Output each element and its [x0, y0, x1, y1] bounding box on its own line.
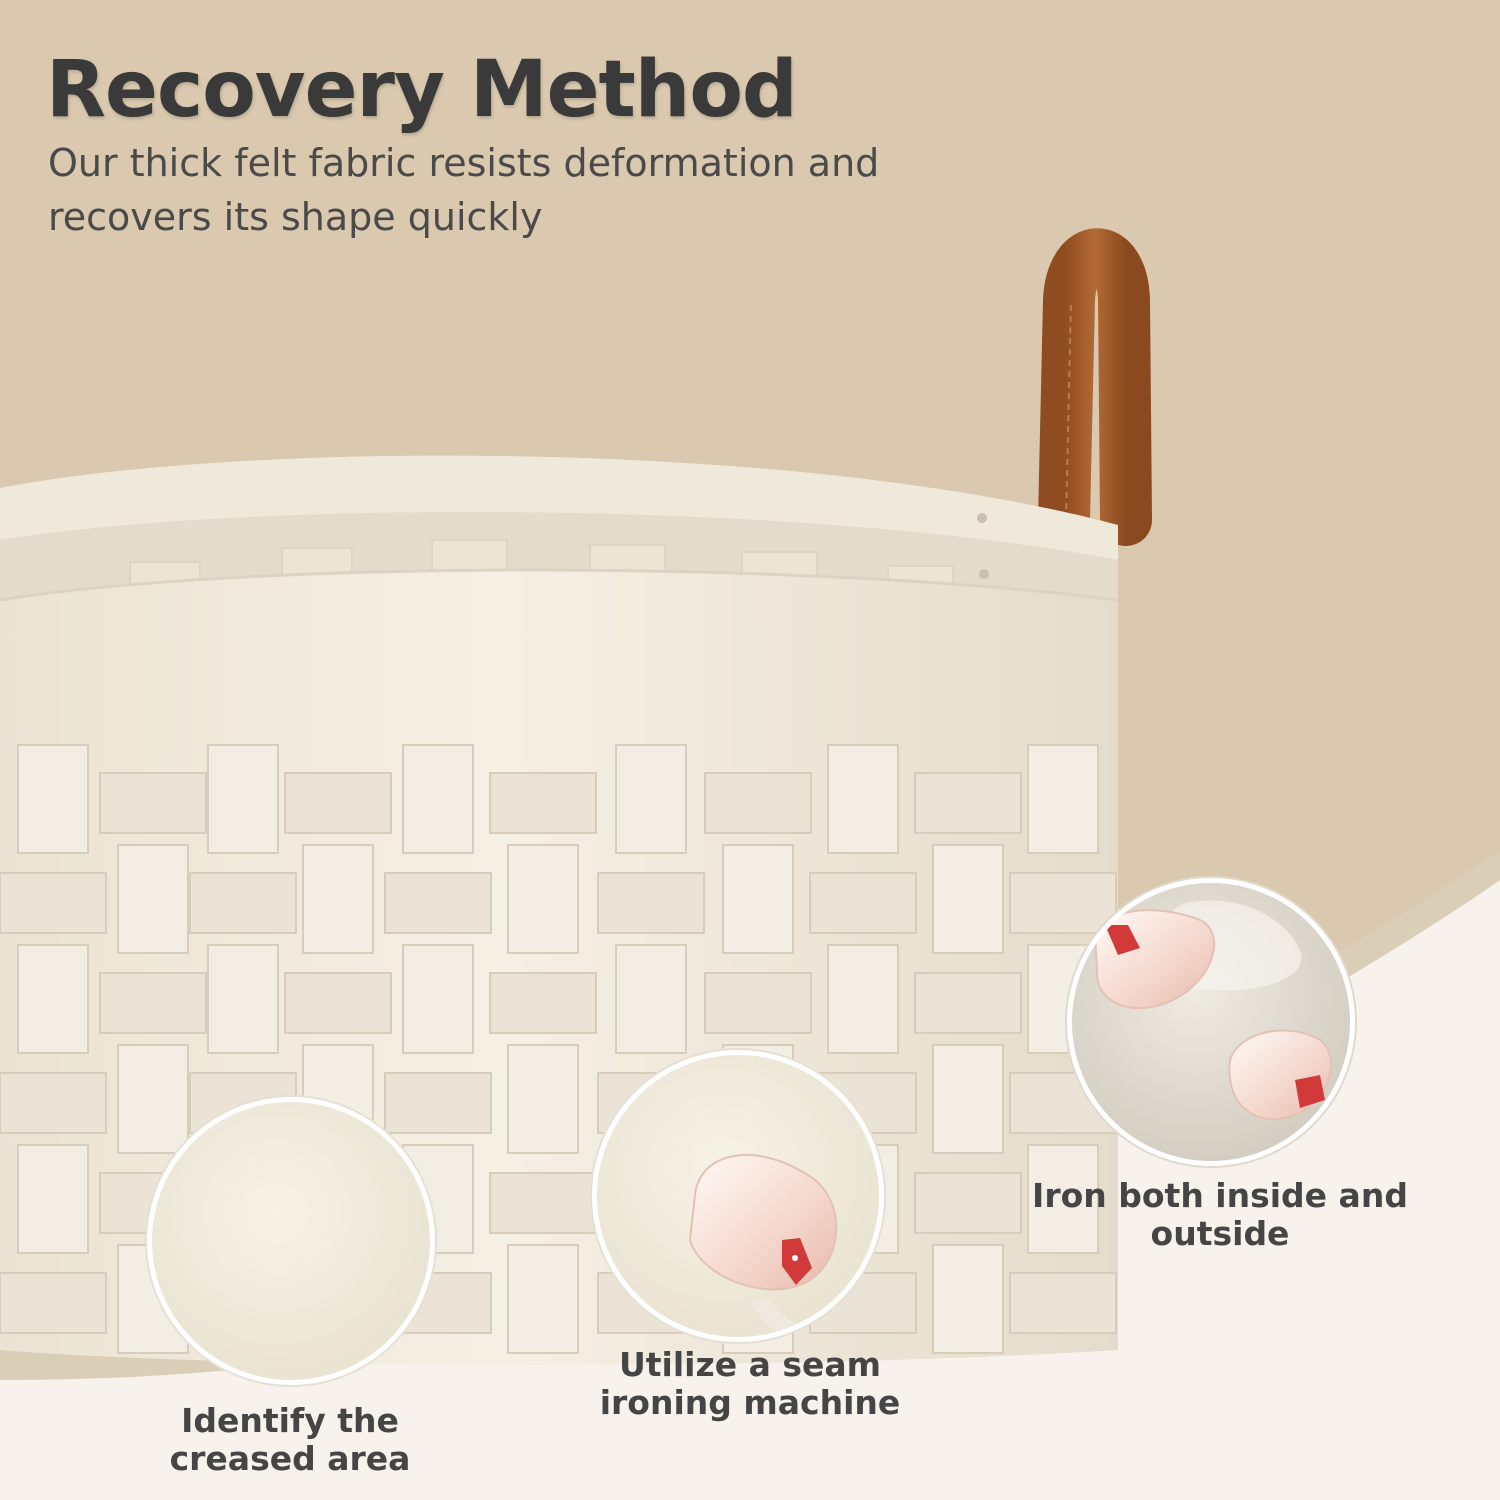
- weave-strip: [507, 844, 579, 954]
- weave-strip: [284, 772, 392, 834]
- weave-strip: [384, 1072, 492, 1134]
- weave-strip: [302, 844, 374, 954]
- two-irons-image: [1065, 876, 1357, 1168]
- weave-strip: [704, 772, 812, 834]
- weave-strip: [809, 872, 917, 934]
- weave-strip: [0, 872, 107, 934]
- weave-strip: [17, 744, 89, 854]
- weave-strip: [827, 744, 899, 854]
- weave-strip: [1009, 872, 1117, 934]
- weave-strip: [207, 944, 279, 1054]
- weave-strip: [704, 972, 812, 1034]
- weave-strip: [402, 744, 474, 854]
- weave-strip: [384, 872, 492, 934]
- weave-strip: [99, 772, 207, 834]
- weave-strip: [0, 1272, 107, 1334]
- weave-strip: [827, 944, 899, 1054]
- weave-strip: [489, 772, 597, 834]
- weave-strip: [1009, 1272, 1117, 1334]
- weave-strip: [722, 844, 794, 954]
- weave-strip: [932, 1044, 1004, 1154]
- weave-strip: [507, 1244, 579, 1354]
- weave-strip: [489, 972, 597, 1034]
- weave-strip: [914, 972, 1022, 1034]
- page-title: Recovery Method: [46, 45, 798, 135]
- step-label-iron-machine: Utilize a seam ironing machine: [599, 1345, 901, 1422]
- weave-strip: [489, 1172, 597, 1234]
- felt-closeup-image: [145, 1095, 437, 1387]
- weave-strip: [615, 744, 687, 854]
- leather-handle: [1038, 228, 1152, 546]
- weave-strip: [117, 1044, 189, 1154]
- step-label-identify: Identify the creased area: [169, 1401, 411, 1478]
- weave-strip: [17, 944, 89, 1054]
- weave-strip: [615, 944, 687, 1054]
- weave-strip: [932, 844, 1004, 954]
- weave-strip: [1027, 1144, 1099, 1254]
- weave-strip: [17, 1144, 89, 1254]
- weave-strip: [932, 1244, 1004, 1354]
- page-subtitle: Our thick felt fabric resists deformatio…: [48, 141, 880, 239]
- weave-strip: [99, 972, 207, 1034]
- steam-iron-image: [590, 1048, 886, 1344]
- weave-strip: [914, 1172, 1022, 1234]
- weave-strip: [0, 1072, 107, 1134]
- weave-strip: [189, 872, 297, 934]
- weave-strip: [117, 844, 189, 954]
- weave-strip: [284, 972, 392, 1034]
- weave-strip: [207, 744, 279, 854]
- weave-strip: [507, 1044, 579, 1154]
- step-label-iron-both-sides: Iron both inside and outside: [1032, 1176, 1408, 1253]
- weave-strip: [597, 872, 705, 934]
- weave-strip: [1027, 744, 1099, 854]
- weave-strip: [914, 772, 1022, 834]
- weave-strip: [402, 944, 474, 1054]
